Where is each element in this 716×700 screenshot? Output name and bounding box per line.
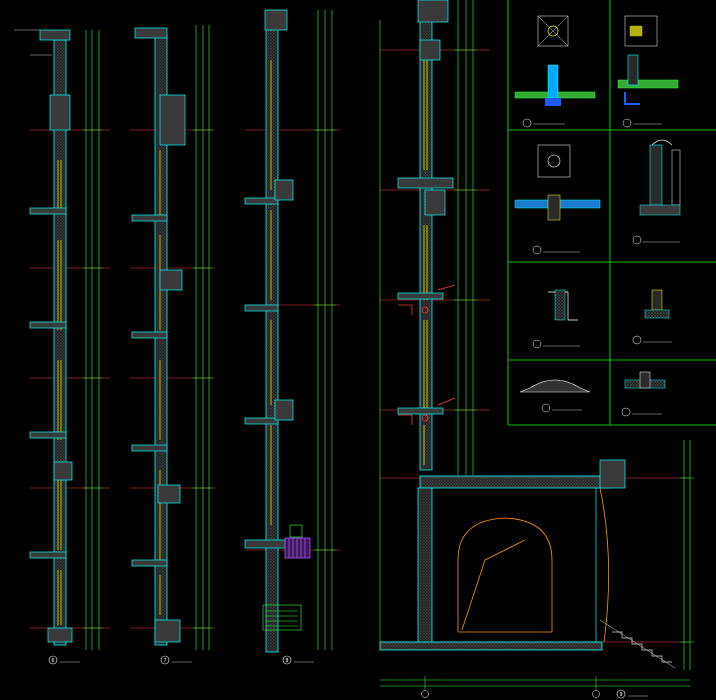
detail-11 — [532, 289, 580, 349]
detail-16 — [617, 15, 679, 128]
section-marker-8: 8 — [285, 658, 288, 664]
detail-13 — [514, 144, 601, 255]
section-marker-9: 9 — [619, 692, 622, 698]
section-marker-6: 6 — [51, 658, 54, 664]
detail-grid — [507, 0, 716, 426]
wall-section-7: 7 — [130, 25, 215, 665]
detail-14 — [632, 289, 672, 345]
wall-section-6: 6 — [14, 29, 110, 665]
detail-15 — [514, 15, 596, 128]
detail-17 — [632, 139, 681, 245]
wall-section-8: 8 — [244, 9, 340, 665]
detail-12 — [519, 379, 591, 413]
wall-section-9: 9 — [379, 0, 694, 699]
section-marker-7: 7 — [163, 658, 166, 664]
detail-18 — [621, 371, 666, 417]
